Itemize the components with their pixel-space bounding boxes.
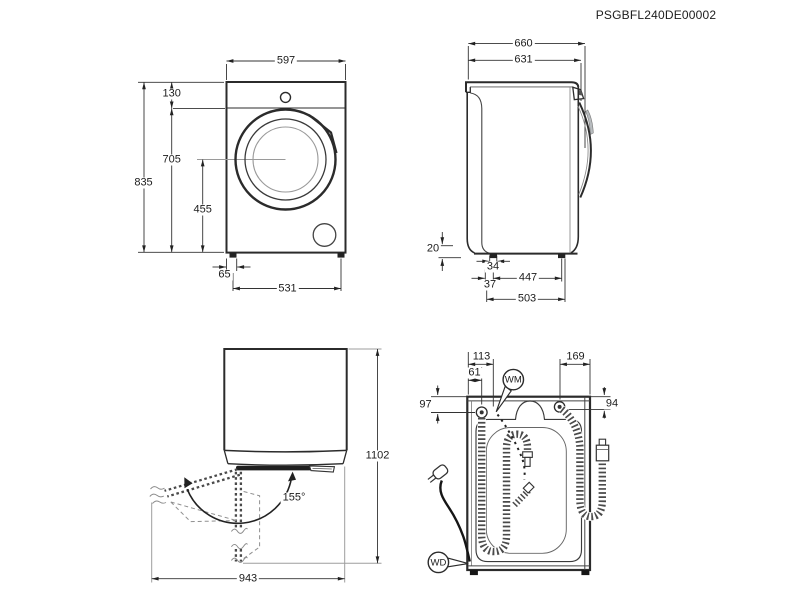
dim-front-top-panel: 130 [160,87,183,100]
swing-arc [186,477,293,525]
dim-swing-open-depth: 1102 [363,449,392,462]
dim-side-depth-body: 631 [512,53,535,66]
power-cord [439,480,471,562]
dim-side-depth-total: 660 [512,37,535,50]
door-profile [578,102,592,198]
dim-back-inlet-y: 94 [603,397,621,410]
side-view [438,41,594,302]
door-handle-recess [585,109,594,135]
closed-door-edge [236,465,312,471]
drawing-number: PSGBFL240DE00002 [595,8,717,22]
power-plug [427,464,449,483]
dim-front-feet-span: 531 [276,282,299,295]
detergent-knob [279,91,292,104]
dim-front-door-center: 455 [191,203,214,216]
back-view [427,352,611,576]
drain-hose-end [511,481,535,509]
dim-side-foot-height: 20 [424,242,442,255]
wm-balloon-label: WM [504,374,522,386]
filter-cap [312,223,337,247]
open-door-outlines [164,468,243,562]
front-dimension-lines [138,59,346,291]
wm-leader-dashed [496,413,526,480]
dim-back-drain-y: 97 [417,398,434,411]
dim-swing-door-angle: 155° [280,491,308,504]
wd-balloon [427,551,469,574]
front-view [138,59,347,291]
wm-balloon [495,368,525,413]
drain-hose [477,417,533,556]
dim-front-total-height: 835 [132,176,155,189]
dim-front-body-height: 705 [160,153,183,166]
dim-side-front-inset: 37 [481,278,499,291]
dim-side-foot-width: 34 [484,260,502,273]
dim-side-feet-total: 503 [515,292,539,305]
inlet-hose [559,405,610,521]
door-ring-outer [234,108,337,211]
wd-balloon-label: WD [430,556,447,568]
dim-front-width: 597 [274,54,298,67]
door-swing-view [149,348,382,583]
dim-swing-open-width: 943 [236,572,260,585]
break-scribbles [149,486,248,563]
dim-back-drain-x: 113 [470,350,493,363]
dim-side-feet-span: 447 [516,271,540,284]
dim-front-foot-inset: 65 [216,268,233,281]
dim-back-cord-x: 61 [466,366,483,379]
dim-back-inlet-x: 169 [564,350,587,363]
